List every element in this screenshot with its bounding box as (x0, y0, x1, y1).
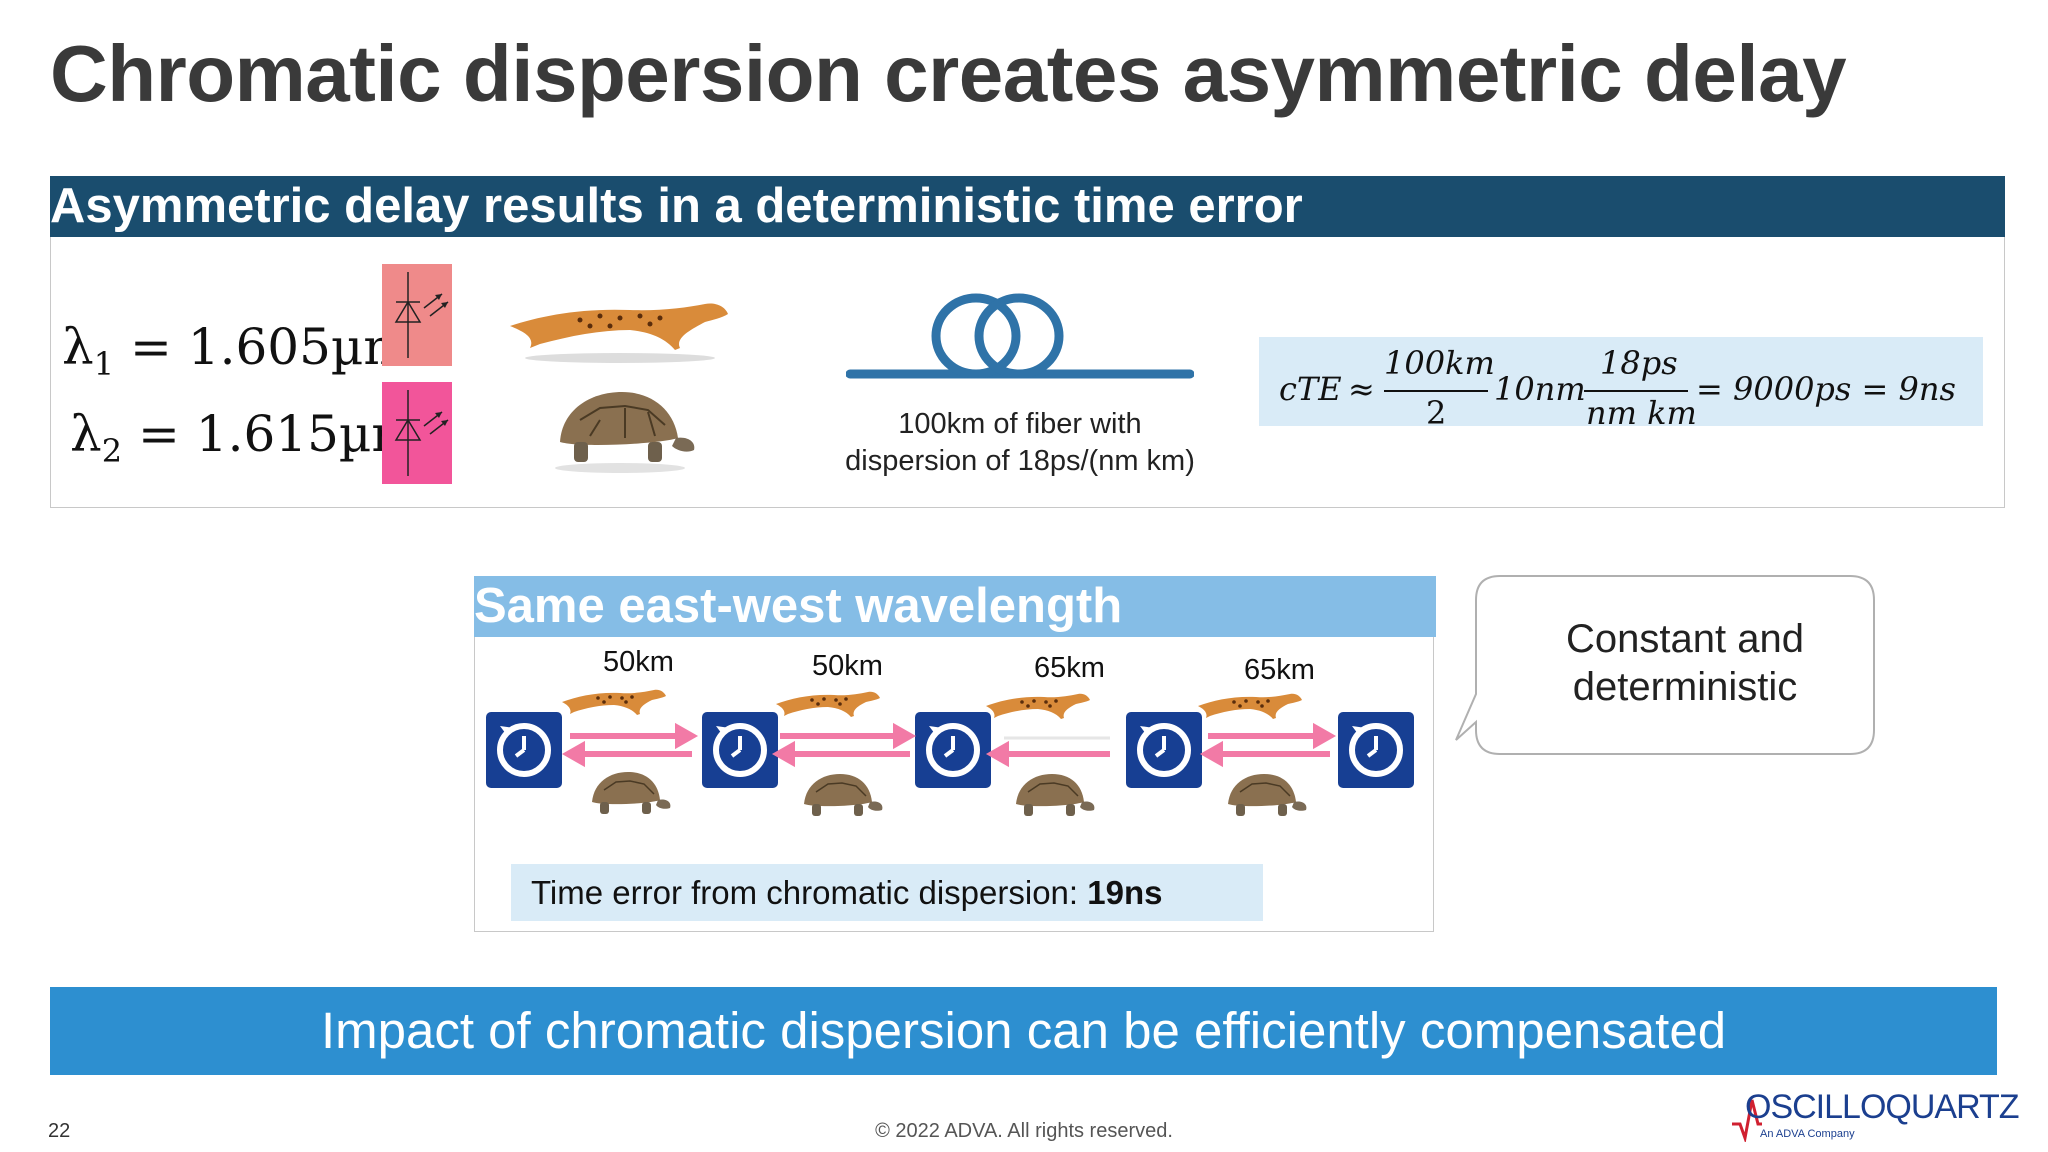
formula-approx: ≈ (1348, 370, 1375, 408)
slide-number: 22 (48, 1120, 71, 1142)
formula-frac2-line (1584, 390, 1688, 392)
fiber-caption: 100km of fiber with dispersion of 18ps/(… (820, 406, 1220, 480)
laser-diode-icon (382, 382, 452, 484)
fiber-caption-line2: dispersion of 18ps/(nm km) (845, 445, 1195, 477)
formula-middle: 10nm (1494, 370, 1586, 408)
logo-wave-icon (1732, 1099, 1762, 1142)
distance-label: 65km (1244, 654, 1315, 686)
formula-frac2-num: 18ps (1600, 344, 1678, 382)
slide-title: Chromatic dispersion creates asymmetric … (50, 29, 1847, 118)
lambda2-symbol: λ (70, 405, 102, 463)
formula-frac1-num: 100km (1384, 344, 1495, 382)
lambda2-sub: 2 (101, 432, 123, 470)
formula-result: = 9000ps = 9ns (1696, 370, 1956, 408)
lambda2-label: λ2 = 1.615µm (70, 405, 419, 470)
cheetah-icon (510, 303, 728, 363)
time-error-label: Time error from chromatic dispersion: (531, 874, 1079, 911)
lambda1-label: λ1 = 1.605µm (62, 318, 411, 383)
formula-lhs: cTE (1279, 370, 1342, 408)
lambda1-value: = 1.605µm (129, 318, 411, 376)
top-panel-header: Asymmetric delay results in a determinis… (50, 176, 2005, 237)
formula-box (1259, 337, 1983, 426)
time-error-value: 19ns (1087, 874, 1163, 911)
callout-bubble (1455, 575, 1875, 755)
lambda2-value: = 1.615µm (137, 405, 419, 463)
formula-frac1-line (1384, 390, 1488, 392)
laser-diode-icon (382, 264, 452, 366)
formula-frac2-den: nm km (1586, 394, 1697, 432)
logo-tagline: An ADVA Company (1760, 1128, 1855, 1140)
callout-line1: Constant and (1566, 617, 1804, 661)
lambda1-symbol: λ (62, 318, 94, 376)
distance-label: 50km (603, 646, 674, 678)
conclusion-banner: Impact of chromatic dispersion can be ef… (50, 987, 1997, 1075)
link-chain (480, 689, 1420, 817)
formula-frac1-den: 2 (1426, 394, 1447, 432)
fiber-coil-icon (846, 293, 1194, 379)
lambda1-sub: 1 (93, 345, 115, 383)
middle-panel-header: Same east-west wavelength (474, 576, 1436, 637)
distance-label: 50km (812, 650, 883, 682)
time-error-box: Time error from chromatic dispersion: 19… (511, 864, 1263, 921)
distance-label: 65km (1034, 652, 1105, 684)
logo-wordmark: OSCILLOQUARTZ (1745, 1088, 2020, 1126)
tortoise-icon (555, 392, 695, 473)
callout-text: Constant and deterministic (1498, 615, 1872, 711)
copyright: © 2022 ADVA. All rights reserved. (875, 1120, 1173, 1142)
callout-line2: deterministic (1572, 665, 1798, 709)
fiber-caption-line1: 100km of fiber with (898, 408, 1142, 440)
